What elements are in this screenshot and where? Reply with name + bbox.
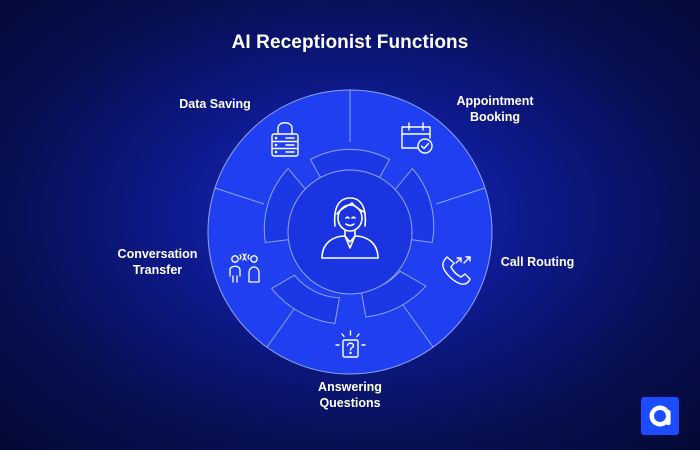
- divider-line: [214, 187, 265, 205]
- brand-a-logo-icon: [649, 405, 671, 427]
- divider-line: [435, 187, 486, 205]
- calendar-check-icon: [401, 122, 433, 154]
- label-appointment-booking: Appointment Booking: [456, 94, 534, 124]
- divider-line: [402, 304, 434, 348]
- label-conversation-transfer: Conversation Transfer: [117, 247, 198, 277]
- segment-dividers: [214, 90, 486, 348]
- label-answering-questions: Answering Questions: [318, 380, 382, 410]
- question-sign-icon: [335, 330, 366, 358]
- divider-line: [266, 304, 298, 348]
- center-circle: [287, 169, 413, 295]
- receptionist-icon: [321, 197, 379, 259]
- people-transfer-icon: [229, 253, 260, 283]
- brand-logo: [641, 397, 679, 435]
- label-data-saving: Data Saving: [179, 97, 251, 111]
- page-title: AI Receptionist Functions: [231, 32, 469, 53]
- phone-forward-icon: [442, 256, 471, 285]
- inner-arc-segment: [360, 270, 427, 318]
- inner-arc-segment: [270, 274, 340, 325]
- lock-server-icon: [271, 122, 299, 157]
- label-call-routing: Call Routing: [500, 255, 575, 269]
